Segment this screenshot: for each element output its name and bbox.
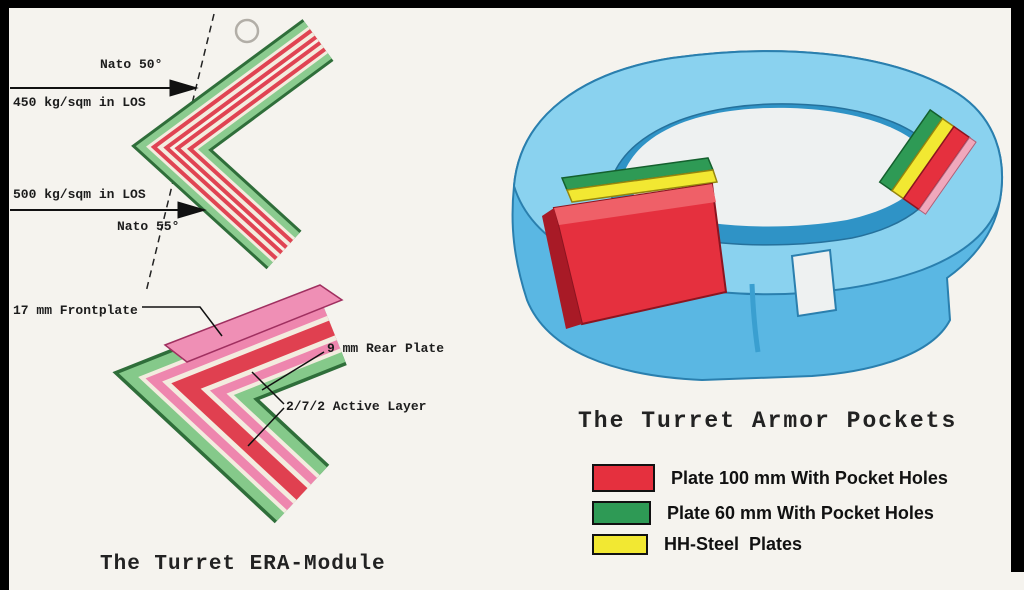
frontplate-leader — [142, 306, 223, 337]
legend-swatch-red — [592, 464, 655, 492]
side-pocket-liner-plate — [918, 136, 977, 215]
era-module-3d — [112, 290, 347, 524]
front-pocket-steel-plate — [565, 169, 718, 203]
front-wall-pocket-hole — [790, 248, 838, 318]
legend-row-red: Plate 100 mm With Pocket Holes — [592, 464, 948, 492]
punch-hole-icon — [234, 18, 260, 44]
scan-border-top — [0, 0, 1024, 8]
front-pocket — [542, 157, 728, 329]
front-wall-groove — [749, 283, 761, 353]
legend-swatch-yellow — [592, 534, 648, 555]
active-layer-leader-1 — [251, 371, 285, 405]
legend-label-green: Plate 60 mm With Pocket Holes — [667, 502, 934, 523]
label-500-kg-los: 500 kg/sqm in LOS — [13, 187, 146, 202]
leader-lines — [142, 306, 325, 447]
armor-pockets-legend: Plate 100 mm With Pocket Holes Plate 60 … — [592, 464, 948, 555]
label-450-kg-los: 450 kg/sqm in LOS — [13, 95, 146, 110]
front-pocket-red-plate-side — [542, 208, 582, 329]
era-module-caption: The Turret ERA-Module — [100, 553, 386, 576]
nato-55-arrow — [10, 201, 207, 219]
label-rear-plate: 9 mm Rear Plate — [327, 341, 445, 356]
scan-border-right — [1011, 0, 1024, 572]
armor-pockets-caption: The Turret Armor Pockets — [578, 408, 958, 434]
legend-label-red: Plate 100 mm With Pocket Holes — [671, 467, 948, 488]
turret-armor-pockets-diagram — [511, 50, 1003, 382]
legend-label-yellow: HH-Steel Plates — [664, 534, 803, 554]
rear-plate-leader — [261, 351, 325, 391]
label-nato-50: Nato 50° — [100, 57, 163, 72]
side-pocket — [878, 108, 977, 215]
legend-row-yellow: HH-Steel Plates — [592, 534, 948, 555]
nato-50-arrow — [10, 79, 199, 97]
active-layer-leader-2 — [247, 407, 285, 447]
front-pocket-red-plate-top — [554, 184, 716, 225]
legend-swatch-green — [592, 501, 651, 525]
label-active-layer: 2/7/2 Active Layer — [286, 399, 427, 414]
era-module-diagram — [10, 13, 347, 524]
frontplate-face — [163, 284, 344, 363]
label-nato-55: Nato 55° — [117, 219, 180, 234]
scan-border-left — [0, 0, 9, 590]
era-chevron-section — [131, 19, 334, 270]
legend-row-green: Plate 60 mm With Pocket Holes — [592, 501, 948, 525]
label-frontplate: 17 mm Frontplate — [13, 303, 138, 318]
